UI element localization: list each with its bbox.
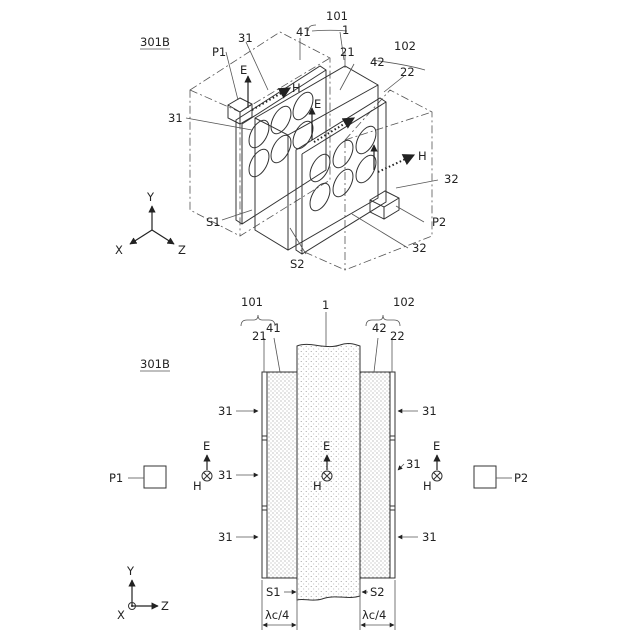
label-102-bottom: 102: [393, 295, 415, 309]
field-left: E H: [193, 439, 212, 493]
axis-triad-top: Y X Z: [115, 190, 186, 257]
label-s1-bottom: S1: [266, 585, 281, 599]
label-31-left-3: 31: [218, 530, 233, 544]
figure-label-bottom: 301B: [140, 357, 170, 371]
axis-z-label-top: Z: [178, 243, 186, 257]
field-right: E H: [423, 439, 442, 493]
label-42-bottom: 42: [372, 321, 387, 335]
h-arrow-3: [378, 155, 414, 172]
port-p2-side: [474, 466, 496, 488]
axis-triad-bottom: Y X Z: [117, 564, 169, 622]
axis-x-label-bottom: X: [117, 608, 125, 622]
label-41-top: 41: [296, 25, 311, 39]
bounding-box-left: [190, 32, 330, 236]
label-e-left: E: [203, 439, 210, 453]
layer-41-side: [267, 372, 297, 578]
label-31-right-3: 31: [422, 530, 437, 544]
label-42-top: 42: [370, 55, 385, 69]
label-p1-top: P1: [212, 45, 226, 59]
dielectric-slab-1-side: [297, 343, 360, 600]
label-e-mid: E: [323, 439, 330, 453]
label-1-bottom: 1: [322, 298, 329, 312]
port-p1-side: [144, 466, 166, 488]
label-31-right-2: 31: [406, 457, 421, 471]
label-p2-top: P2: [432, 215, 446, 229]
label-31-left-1: 31: [218, 404, 233, 418]
label-41-bottom: 41: [266, 321, 281, 335]
dielectric-slab-1: [255, 66, 378, 250]
label-31a-top: 31: [238, 31, 253, 45]
label-102-top: 102: [394, 39, 416, 53]
perspective-view: 301B: [115, 9, 459, 271]
label-s2-bottom: S2: [370, 585, 385, 599]
label-e1-top: E: [240, 63, 247, 77]
plate-22-side: [390, 372, 395, 578]
label-22-top: 22: [400, 65, 415, 79]
axis-y-label-top: Y: [146, 190, 155, 204]
label-h-left: H: [193, 479, 202, 493]
layer-42-side: [360, 372, 390, 578]
label-31b-top: 31: [168, 111, 183, 125]
label-32b-top: 32: [412, 241, 427, 255]
label-s2-top: S2: [290, 257, 305, 271]
label-32a-top: 32: [444, 172, 459, 186]
labels-31-left: 31 31 31: [218, 404, 258, 544]
label-lambda-right: λc/4: [362, 608, 386, 622]
label-e2-top: E: [314, 97, 321, 111]
label-p2-bottom: P2: [514, 471, 528, 485]
h-arrow-2: [314, 118, 354, 142]
label-101-top: 101: [326, 9, 348, 23]
label-h-right: H: [423, 479, 432, 493]
axis-x-label-top: X: [115, 243, 123, 257]
label-h2-top: H: [418, 149, 427, 163]
port-p2-top: [370, 191, 399, 219]
label-p1-bottom: P1: [109, 471, 123, 485]
figure-label-top: 301B: [140, 35, 170, 49]
label-21-bottom: 21: [252, 329, 267, 343]
label-31-right-1: 31: [422, 404, 437, 418]
axis-y-label-bottom: Y: [126, 564, 135, 578]
label-101-bottom: 101: [241, 295, 263, 309]
label-s1-top: S1: [206, 215, 221, 229]
label-lambda-left: λc/4: [265, 608, 289, 622]
label-1-top: 1: [342, 23, 349, 37]
label-e-right: E: [433, 439, 440, 453]
plate-21-side: [262, 372, 267, 578]
label-21-top: 21: [340, 45, 355, 59]
label-31-left-2: 31: [218, 468, 233, 482]
label-22-bottom: 22: [390, 329, 405, 343]
side-view: 301B 101 1 1: [109, 295, 528, 630]
label-h-mid: H: [313, 479, 322, 493]
labels-31-right: 31 31 31: [398, 404, 437, 544]
axis-z-label-bottom: Z: [161, 599, 169, 613]
label-h1-top: H: [292, 81, 301, 95]
